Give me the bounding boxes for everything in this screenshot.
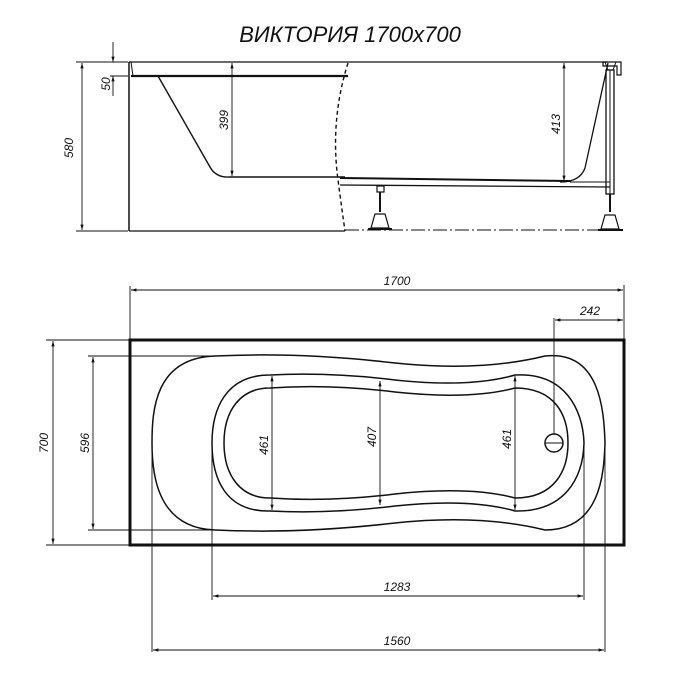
dim-461-left-label: 461 xyxy=(257,435,271,455)
dim-399-label: 399 xyxy=(217,110,231,130)
dim-461-right-label: 461 xyxy=(500,429,514,449)
top-view-dimensions xyxy=(46,285,625,652)
dim-1700-label: 1700 xyxy=(384,274,411,288)
side-view-dimensions xyxy=(76,42,566,232)
dim-700-label: 700 xyxy=(37,433,51,453)
dim-1283-label: 1283 xyxy=(384,580,411,594)
dim-50-label: 50 xyxy=(99,77,113,91)
dim-580-label: 580 xyxy=(62,138,76,158)
drawing-title: ВИКТОРИЯ 1700x700 xyxy=(239,22,461,47)
dim-1560-label: 1560 xyxy=(384,634,411,648)
top-view xyxy=(128,338,626,547)
dim-413-label: 413 xyxy=(549,114,563,134)
dim-407-label: 407 xyxy=(365,426,379,447)
dim-596-label: 596 xyxy=(78,433,92,453)
side-view xyxy=(128,61,623,232)
dim-242-label: 242 xyxy=(579,304,600,318)
